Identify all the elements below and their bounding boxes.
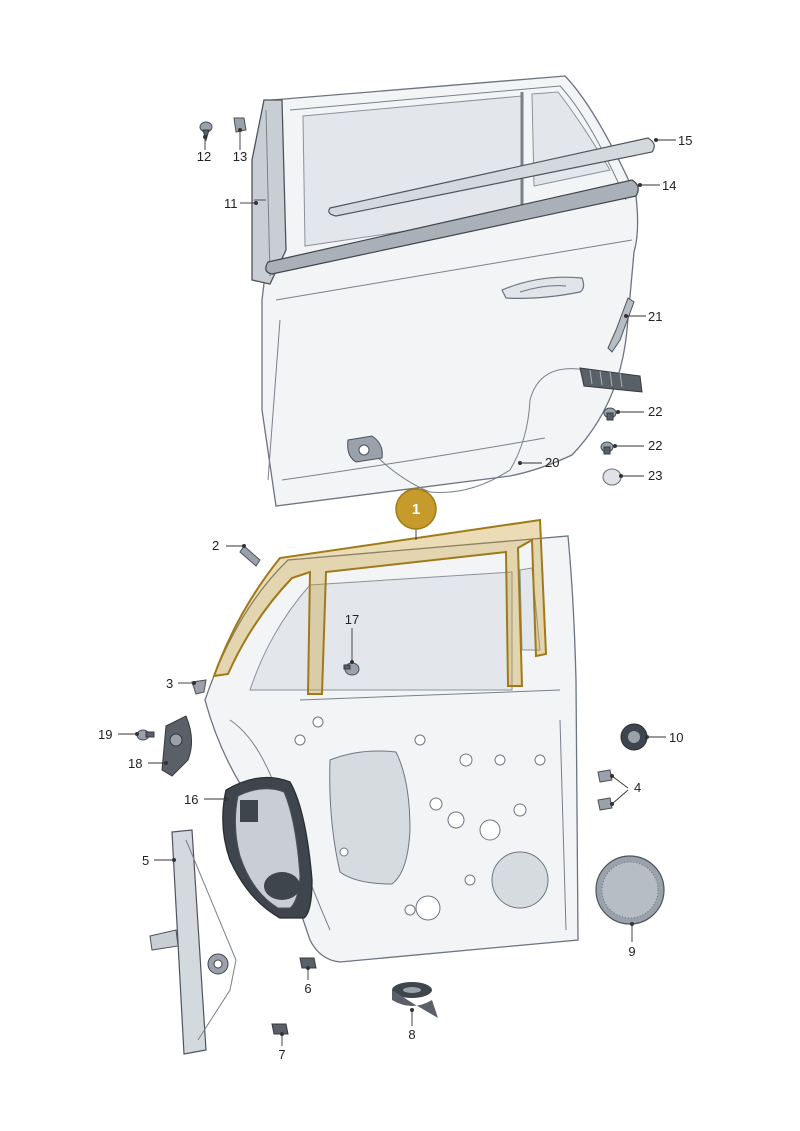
callout-9: 9 — [628, 944, 635, 959]
callout-13: 13 — [233, 149, 247, 164]
callout-12: 12 — [197, 149, 211, 164]
callout-2: 2 — [212, 538, 219, 553]
callout-18: 18 — [128, 756, 142, 771]
bolt-part-19[interactable] — [136, 729, 155, 741]
clip-part-4b[interactable] — [597, 797, 613, 811]
callout-10: 10 — [669, 730, 683, 745]
grommet-part-10[interactable] — [620, 723, 648, 751]
module-carrier-part-16[interactable] — [222, 776, 313, 919]
clip-part-21[interactable] — [607, 297, 635, 353]
callout-11: 11 — [224, 196, 238, 211]
highlight-shape — [212, 518, 548, 695]
window-regulator-part-5[interactable] — [149, 829, 237, 1055]
window-strip-part-14[interactable] — [265, 179, 639, 275]
callout-21: 21 — [648, 309, 662, 324]
callout-20: 20 — [545, 455, 559, 470]
speaker-cover-part-9[interactable] — [595, 855, 665, 925]
nut-part-6[interactable] — [299, 957, 317, 969]
bolt-part-22a[interactable] — [603, 407, 617, 421]
leader-lines — [118, 128, 676, 1046]
callout-17: 17 — [345, 612, 359, 627]
callout-19: 19 — [98, 727, 112, 742]
outer-door-shell — [261, 75, 639, 507]
bracket-part-18[interactable] — [161, 715, 192, 777]
screw-part-17[interactable] — [343, 662, 360, 676]
part-1-badge-label: 1 — [412, 501, 420, 518]
part-1-badge[interactable]: 1 — [395, 488, 437, 530]
pin-part-2[interactable] — [239, 545, 261, 567]
screw-part-12[interactable] — [199, 121, 213, 142]
pillar-trim-part-11[interactable] — [251, 99, 287, 285]
bolt-part-22b[interactable] — [600, 441, 614, 455]
callout-23: 23 — [648, 468, 662, 483]
clip-part-13[interactable] — [233, 117, 247, 133]
clip-part-4a[interactable] — [597, 769, 613, 783]
callout-22a: 22 — [648, 404, 662, 419]
callout-16: 16 — [184, 792, 198, 807]
callout-4: 4 — [634, 780, 641, 795]
callout-labels: 15 14 12 13 11 21 22 22 23 20 2 3 17 19 … — [98, 133, 692, 1062]
window-channel-part-1[interactable] — [212, 518, 548, 695]
nut-part-7[interactable] — [271, 1023, 289, 1035]
callout-14: 14 — [662, 178, 676, 193]
callout-22b: 22 — [648, 438, 662, 453]
callout-6: 6 — [304, 981, 311, 996]
callout-5: 5 — [142, 853, 149, 868]
window-strip-part-15[interactable] — [328, 137, 655, 217]
cable-part-20[interactable] — [347, 367, 643, 493]
cap-part-23[interactable] — [602, 468, 622, 486]
callout-3: 3 — [166, 676, 173, 691]
callout-15: 15 — [678, 133, 692, 148]
callout-7: 7 — [278, 1047, 285, 1062]
callout-8: 8 — [408, 1027, 415, 1042]
tape-roll-part-8[interactable] — [392, 982, 438, 1018]
